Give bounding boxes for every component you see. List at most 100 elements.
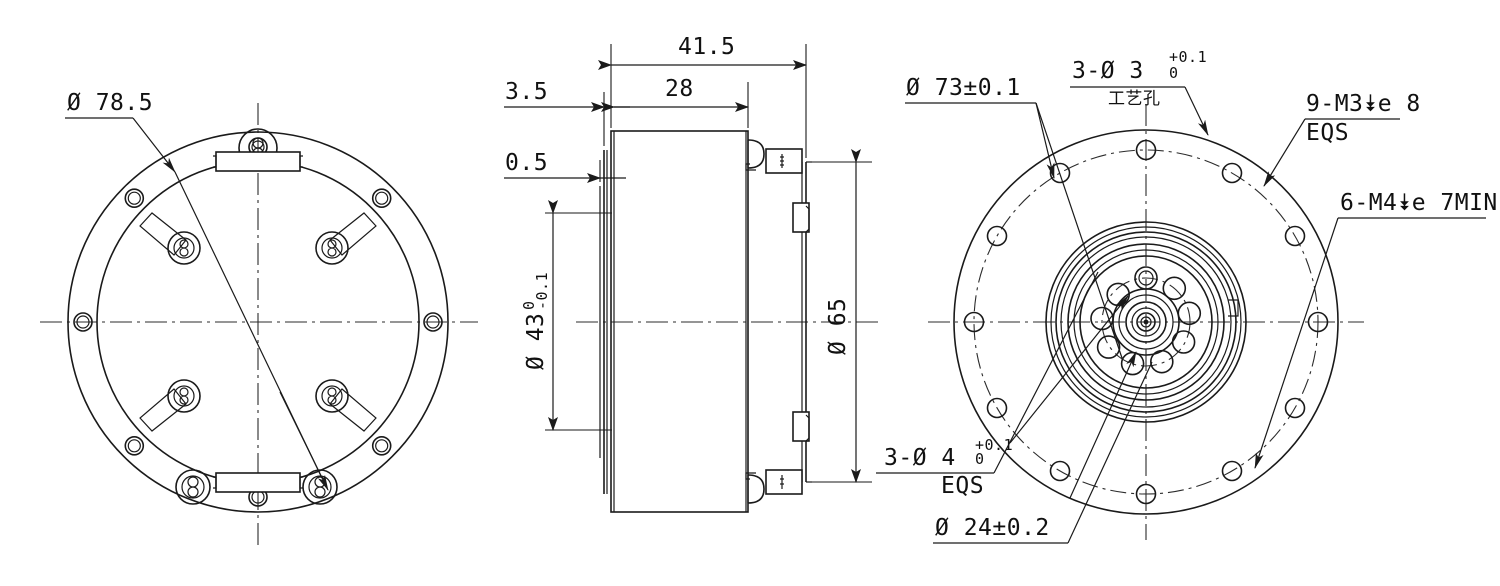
left-bottom-screw-ring — [181, 475, 205, 499]
right-dia73-diagonal — [1035, 102, 1123, 359]
right-dia73-label: Ø 73±0.1 — [906, 75, 1021, 101]
left-screw-cross-slot — [179, 239, 189, 257]
right-outer-hole — [986, 397, 1008, 419]
right-hole4-arrow — [1009, 295, 1129, 444]
left-top-screw-cross-slot — [252, 137, 264, 159]
left-screw-head — [315, 231, 349, 265]
left-bottom-screw-head — [302, 469, 338, 505]
left-clearance-hole — [73, 312, 93, 332]
middle-side-tabs — [792, 202, 810, 442]
dim-dia65-label: Ø 65 — [825, 298, 851, 355]
middle-bottom-lug-foot — [745, 472, 756, 480]
left-clearance-hole-inner — [127, 439, 141, 453]
middle-body-outline — [610, 130, 749, 513]
left-view-group: Ø 78.5 — [40, 90, 478, 545]
right-hole3-tol-lower: 0 — [1169, 64, 1179, 82]
dim-3p5-label: 3.5 — [505, 79, 548, 105]
right-outer-hole — [1221, 162, 1243, 184]
right-outer-hole — [1284, 397, 1306, 419]
left-screw-bosses — [139, 212, 377, 432]
left-boss-arm — [329, 388, 377, 432]
right-hub-ring-2 — [1050, 226, 1242, 418]
right-bore-ring-5 — [1136, 312, 1156, 332]
right-hub-hole — [1096, 335, 1121, 359]
left-clearance-hole-inner — [426, 315, 440, 329]
right-outer-bolt-circle — [973, 149, 1319, 495]
right-hole4-diagonal — [993, 271, 1099, 474]
middle-bottom-lug-cap — [747, 474, 765, 504]
right-dia24-label: Ø 24±0.2 — [935, 515, 1050, 541]
middle-upper-tab-fill — [793, 203, 809, 232]
right-m3-leader — [1263, 118, 1400, 187]
middle-top-lug-foot — [745, 163, 756, 171]
right-bore-ring-3 — [1125, 301, 1167, 343]
left-bottom-block-fill — [216, 473, 300, 492]
left-dia785-arrow-upper — [132, 117, 176, 173]
left-boss-arm — [329, 212, 377, 256]
right-hub-ring-4 — [1060, 236, 1232, 408]
left-screw-head — [167, 231, 201, 265]
right-dia24-leader — [933, 351, 1153, 544]
right-hole4-sublabel: EQS — [941, 473, 984, 499]
right-hub-ring-1 — [1045, 221, 1247, 423]
right-hole3-tol-upper: +0.1 — [1169, 48, 1207, 66]
right-dia24-arrow — [1069, 351, 1137, 499]
middle-lower-tab-fill — [793, 412, 809, 441]
middle-top-connector — [745, 139, 803, 174]
left-clearance-hole — [124, 435, 145, 456]
dim-dia43-label: Ø 43 — [523, 313, 549, 370]
right-bore-ring-2 — [1118, 294, 1174, 350]
right-outer-hole — [1307, 311, 1329, 333]
right-hole4-tol-lower: 0 — [975, 450, 985, 468]
right-hole4-tol-upper: +0.1 — [975, 436, 1013, 454]
left-bottom-screw-head — [175, 469, 211, 505]
dim-41p5-label: 41.5 — [678, 34, 735, 60]
middle-view-group: 41.5 28 3.5 0.5 Ø 43 0 -0.1 — [504, 34, 880, 513]
dim-dia65-textgroup: Ø 65 — [825, 298, 851, 355]
left-dia785-arrow-lower — [279, 391, 329, 491]
right-hub-hole — [1134, 266, 1158, 290]
middle-top-connector-body — [765, 148, 803, 174]
left-dia785-label: Ø 78.5 — [67, 90, 153, 116]
left-clearance-hole-inner — [76, 315, 90, 329]
left-outer-flange-circle — [67, 131, 449, 513]
right-hub-hole-inner — [1138, 270, 1154, 286]
right-hole3-sublabel-cn: 工艺孔 — [1108, 89, 1161, 109]
left-top-connector — [213, 128, 303, 172]
right-inner-bolt-circle — [1101, 277, 1191, 367]
right-hub-hole — [1106, 282, 1130, 307]
left-bottom-connector — [175, 469, 338, 505]
right-hub-ring-7 — [1079, 255, 1213, 389]
right-hub-hole — [1120, 351, 1145, 376]
dim-0p5-label: 0.5 — [505, 150, 548, 176]
right-m4-arrow — [1254, 217, 1339, 469]
right-outer-hole — [1221, 460, 1243, 482]
left-clearance-hole-inner — [375, 191, 389, 205]
right-hub-keyway — [1228, 299, 1239, 317]
left-boss-arm — [139, 212, 187, 256]
right-hole4-textgroup: 3-Ø 4 +0.1 0 EQS — [884, 436, 1013, 499]
right-outer-hole — [963, 311, 985, 333]
right-view-group: Ø 73±0.1 3-Ø 3 +0.1 0 工艺孔 9-M3⯯e 8 EQS — [876, 48, 1497, 544]
right-hole3-textgroup: 3-Ø 3 +0.1 0 工艺孔 — [1072, 48, 1207, 109]
right-outer-hole — [1135, 483, 1157, 505]
right-hub-hole — [1162, 276, 1187, 301]
right-dia73-leader — [905, 102, 1123, 359]
right-m3-label: 9-M3⯯e 8 — [1306, 91, 1421, 117]
left-screw-head — [167, 379, 201, 413]
right-dia73-arrow — [1035, 102, 1055, 179]
right-hole3-leader — [1070, 86, 1209, 136]
right-outer-hole — [1049, 460, 1071, 482]
right-hole3-arrow — [1184, 86, 1209, 136]
left-clearance-holes — [73, 137, 443, 507]
left-top-block-tab — [213, 155, 217, 168]
left-screw-ring — [173, 237, 195, 259]
right-hole4-label: 3-Ø 4 — [884, 445, 956, 471]
right-hub-hole — [1150, 349, 1174, 374]
right-hub-hole — [1090, 306, 1114, 331]
right-hub-hole — [1171, 330, 1196, 354]
right-bore-ring-6 — [1140, 316, 1152, 328]
left-screw-cross-slot — [327, 239, 337, 257]
left-screw-ring — [321, 237, 343, 259]
